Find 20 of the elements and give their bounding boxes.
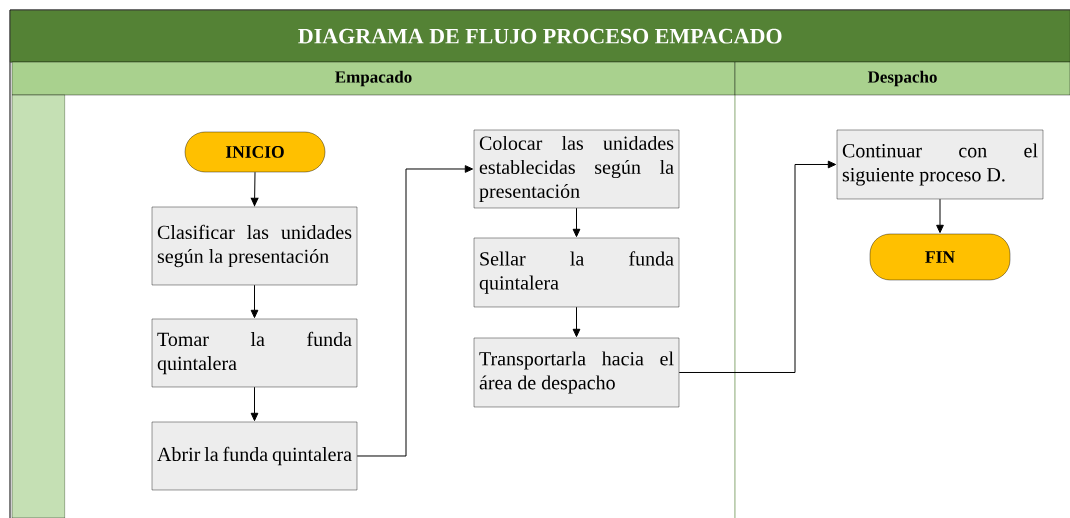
process-box: Continuar con el siguiente proceso D. (836, 129, 1044, 200)
arrow (250, 171, 259, 207)
arrow (678, 160, 837, 373)
arrow (356, 165, 474, 457)
process-box: Transportarla hacia el área de despacho (473, 337, 680, 408)
process-box: Tomar la funda quintalera (151, 318, 358, 388)
end-terminal: FIN (869, 233, 1011, 281)
arrow (572, 207, 581, 238)
process-box: Colocar las unidades establecidas según la presentación (473, 129, 680, 209)
process-box: Abrir la funda quintalera (151, 421, 358, 491)
arrow (250, 386, 259, 422)
title-bar: DIAGRAMA DE FLUJO PROCESO EMPACADO (10, 10, 1070, 63)
start-terminal: INICIO (184, 131, 326, 173)
process-box: Clasificar las unidades según la presentación (151, 206, 358, 286)
row-band (11, 94, 66, 518)
arrow (936, 198, 944, 234)
arrow (572, 306, 581, 338)
lane-header: Despacho (734, 61, 1070, 96)
process-box: Sellar la funda quintalera (473, 237, 680, 308)
arrow (250, 284, 259, 319)
